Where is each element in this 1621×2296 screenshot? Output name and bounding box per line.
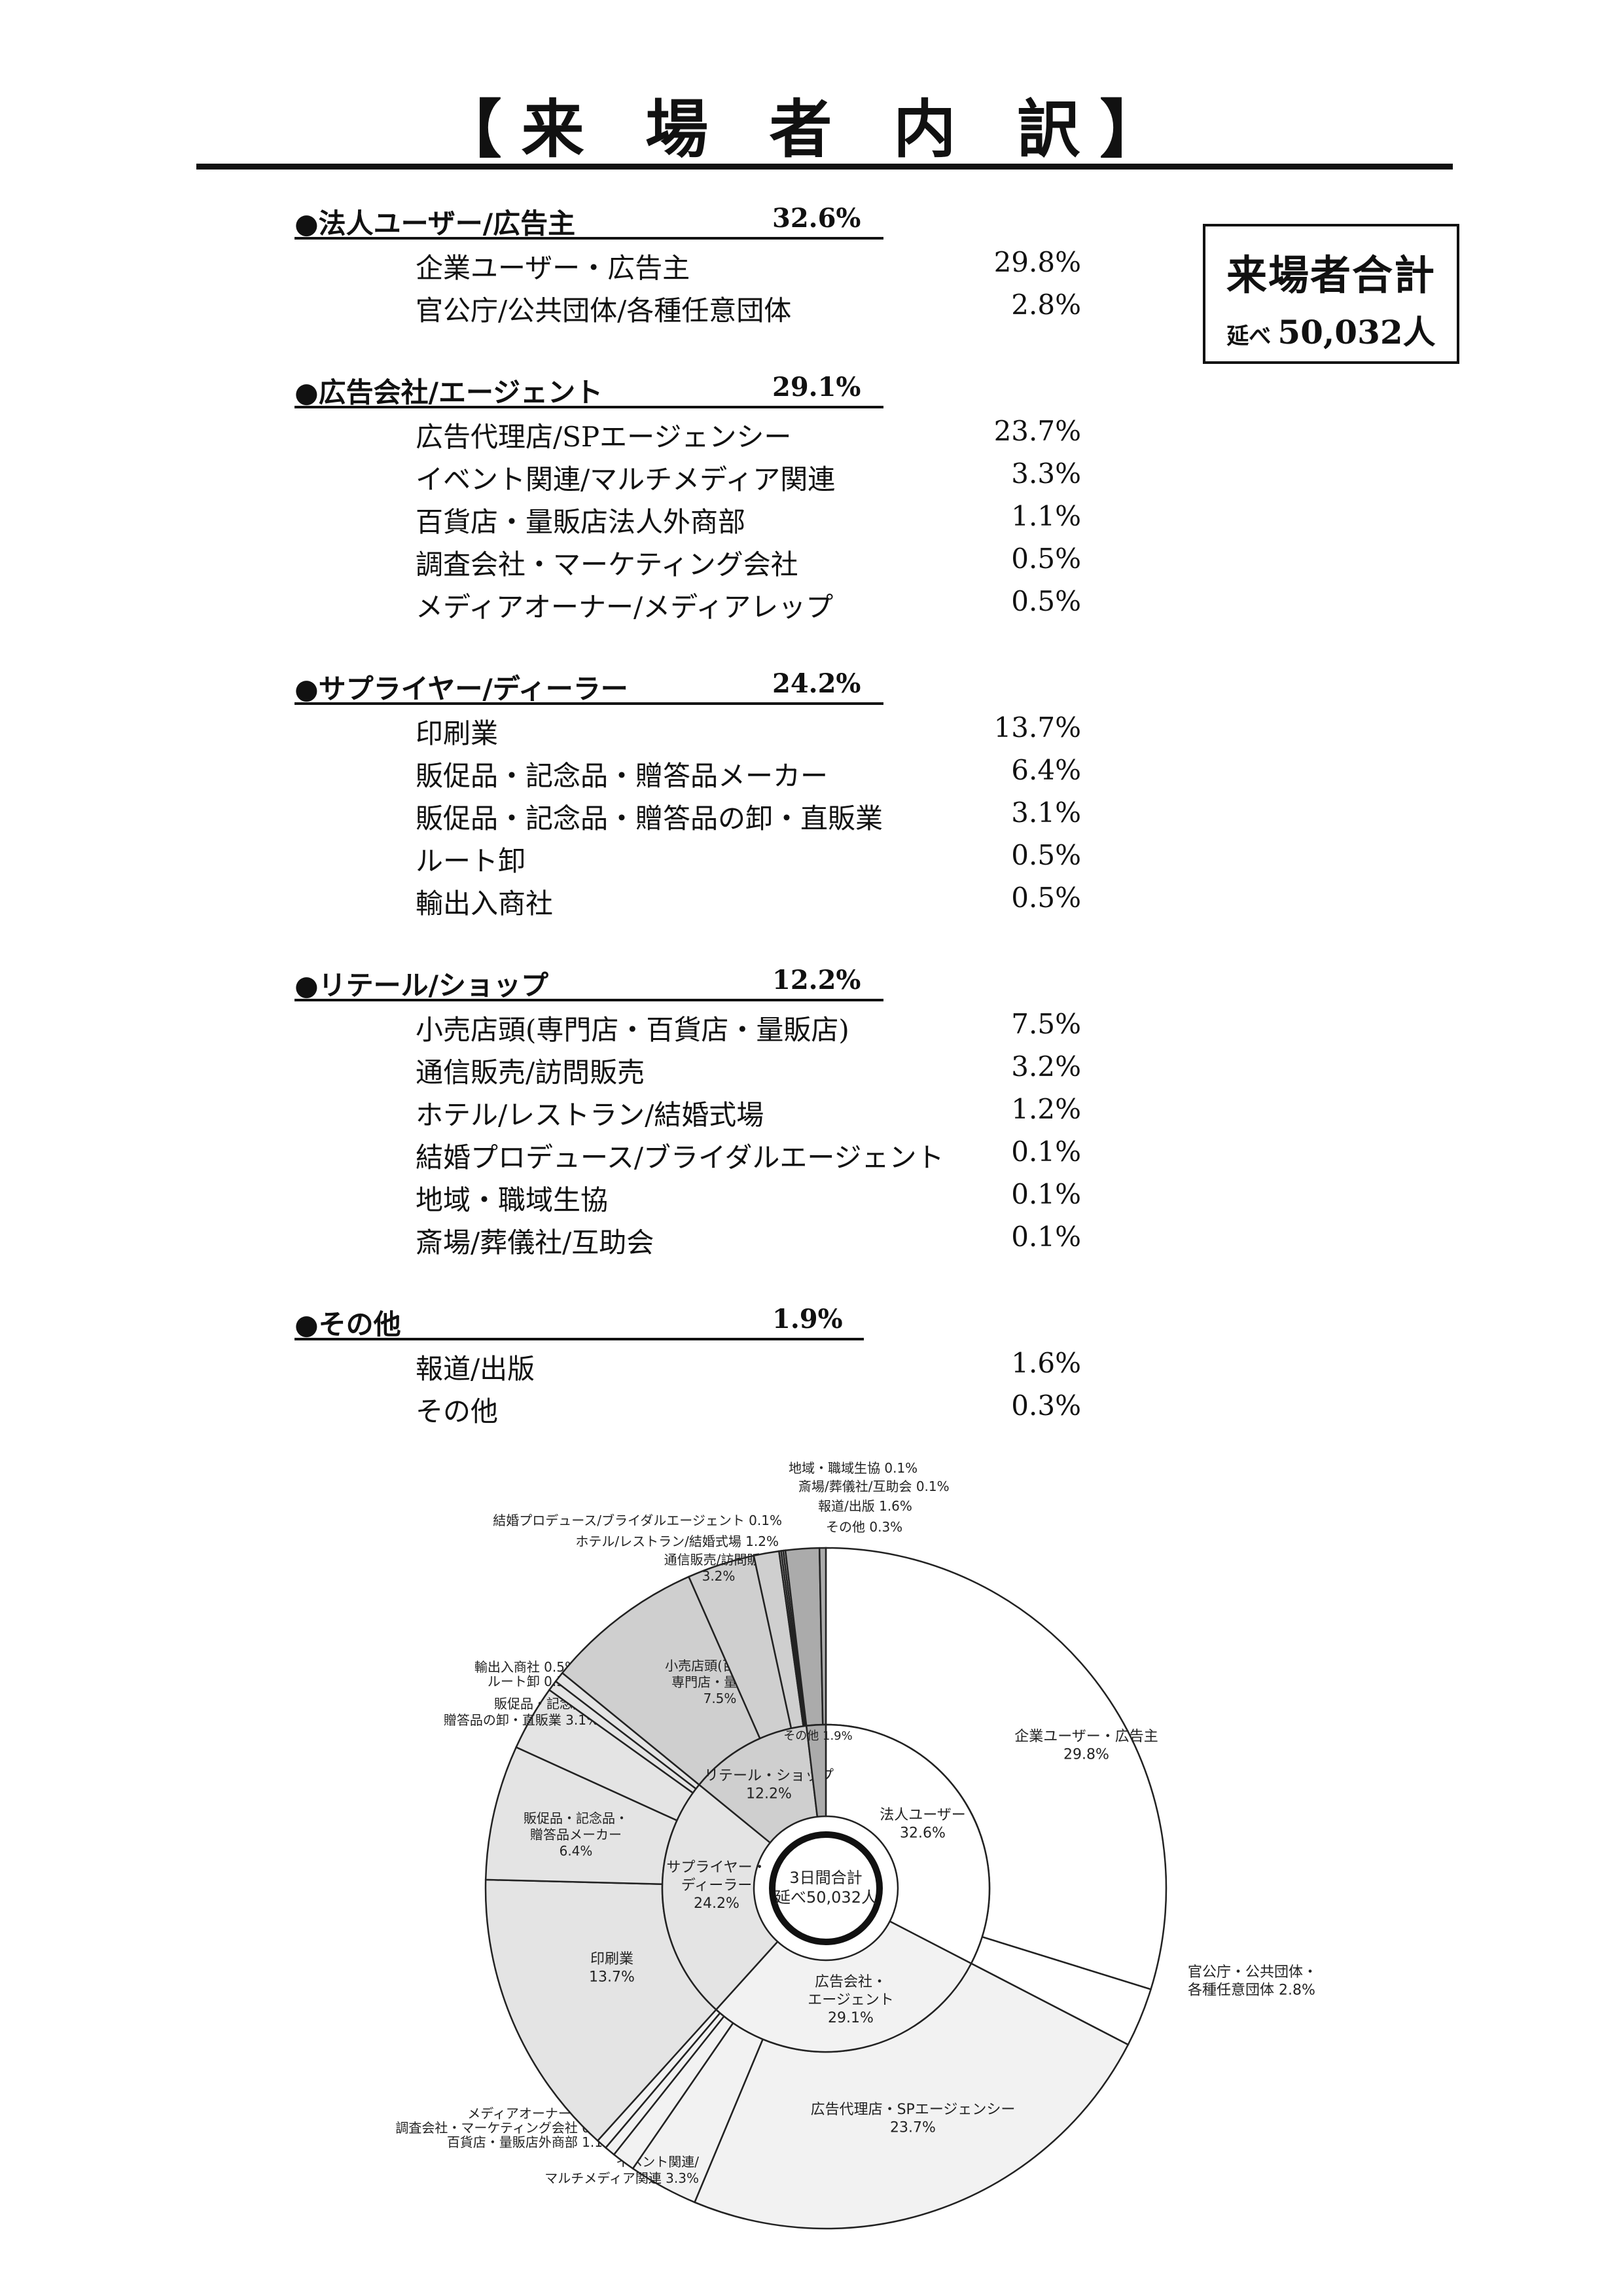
item-label: その他 (416, 1395, 499, 1427)
category-rule (294, 999, 883, 1001)
item-label: メディアオーナー/メディアレップ (416, 591, 834, 623)
visitor-total-prefix: 延べ (1226, 323, 1272, 350)
item-label: イベント関連/マルチメディア関連 (416, 463, 836, 495)
item-label: 販促品・記念品・贈答品の卸・直販業 (416, 802, 883, 834)
category-title: ●広告会社/エージェント (294, 376, 603, 408)
item-label: 百貨店・量販店法人外商部 (416, 506, 746, 538)
item-label: 調査会社・マーケティング会社 (416, 548, 798, 581)
category-title: ●その他 (294, 1308, 401, 1340)
item-percent: 1.6% (1011, 1347, 1081, 1379)
page-title: 【来 場 者 内 訳】 (438, 92, 1183, 166)
category-percent: 32.6% (772, 203, 861, 234)
outer-slice-label: 斎場/葬儀社/互助会 0.1% (798, 1479, 950, 1494)
inner-slice-label: その他 1.9% (783, 1729, 852, 1743)
item-percent: 3.2% (1011, 1050, 1081, 1083)
item-percent: 0.1% (1011, 1136, 1081, 1168)
item-percent: 0.1% (1011, 1221, 1081, 1253)
item-percent: 7.5% (1011, 1008, 1081, 1040)
outer-slice-label: 百貨店・量販店外商部 1.1% (447, 2134, 615, 2150)
outer-slice-label: 官公庁・公共団体・各種任意団体 2.8% (1188, 1964, 1317, 1999)
outer-slice-label: 地域・職域生協 0.1% (789, 1460, 917, 1476)
inner-slice (661, 1784, 779, 2011)
item-percent: 23.7% (993, 415, 1081, 447)
item-percent: 13.7% (993, 711, 1081, 744)
inner-slice (698, 1725, 819, 1844)
item-percent: 3.1% (1011, 797, 1081, 829)
item-percent: 0.1% (1011, 1178, 1081, 1210)
outer-slice-label: ホテル/レストラン/結婚式場 1.2% (575, 1534, 779, 1549)
item-label: 斎場/葬儀社/互助会 (416, 1227, 654, 1259)
item-label: 広告代理店/SPエージェンシー (416, 421, 792, 453)
item-label: 地域・職域生協 (416, 1184, 609, 1216)
category-percent: 1.9% (772, 1304, 843, 1335)
item-percent: 0.5% (1011, 839, 1081, 871)
visitor-total-number: 50,032人 (1277, 313, 1436, 351)
outer-slice-label: その他 0.3% (826, 1519, 902, 1535)
category-rule (294, 406, 883, 408)
inner-slice (805, 1723, 827, 1818)
category-percent: 12.2% (772, 965, 861, 996)
inner-slice (825, 1723, 991, 1965)
category-rule (294, 1338, 864, 1340)
category-rule (294, 702, 883, 705)
item-percent: 6.4% (1011, 754, 1081, 786)
item-label: 官公庁/公共団体/各種任意団体 (416, 295, 792, 327)
item-percent: 0.5% (1011, 585, 1081, 617)
item-percent: 0.3% (1011, 1390, 1081, 1422)
item-label: 報道/出版 (416, 1353, 535, 1385)
item-label: 企業ユーザー・広告主 (416, 252, 690, 284)
inner-slice (715, 1920, 972, 2053)
item-label: 販促品・記念品・贈答品メーカー (416, 760, 828, 792)
category-percent: 29.1% (772, 372, 861, 403)
item-percent: 2.8% (1011, 289, 1081, 321)
item-percent: 3.3% (1011, 457, 1081, 490)
center-total-label: 3日間合計延べ50,032人 (775, 1869, 877, 1907)
item-label: 輸出入商社 (416, 888, 554, 920)
category-title: ●法人ユーザー/広告主 (294, 207, 576, 240)
outer-slice-label: 報道/出版 1.6% (818, 1498, 912, 1514)
category-percent: 24.2% (772, 668, 861, 699)
item-percent: 29.8% (993, 246, 1081, 278)
item-label: 通信販売/訪問販売 (416, 1056, 645, 1088)
category-title: ●リテール/ショップ (294, 969, 548, 1001)
outer-slice-label: 輸出入商社 0.5% (474, 1659, 577, 1675)
outer-slice-label: 結婚プロデュース/ブライダルエージェント 0.1% (493, 1513, 782, 1528)
center-circle (769, 1831, 883, 1945)
title-rule (196, 164, 1453, 170)
item-label: 結婚プロデュース/ブライダルエージェント (416, 1141, 944, 1174)
category-title: ●サプライヤー/ディーラー (294, 673, 628, 705)
item-label: ルート卸 (416, 845, 526, 877)
item-percent: 1.1% (1011, 500, 1081, 532)
visitor-total-label: 来場者合計 (1226, 251, 1436, 299)
item-percent: 0.5% (1011, 543, 1081, 575)
category-rule (294, 237, 883, 240)
item-percent: 0.5% (1011, 882, 1081, 914)
item-label: ホテル/レストラン/結婚式場 (416, 1099, 764, 1131)
item-label: 印刷業 (416, 717, 499, 749)
item-percent: 1.2% (1011, 1093, 1081, 1125)
item-label: 小売店頭(専門店・百貨店・量販店) (416, 1014, 849, 1046)
